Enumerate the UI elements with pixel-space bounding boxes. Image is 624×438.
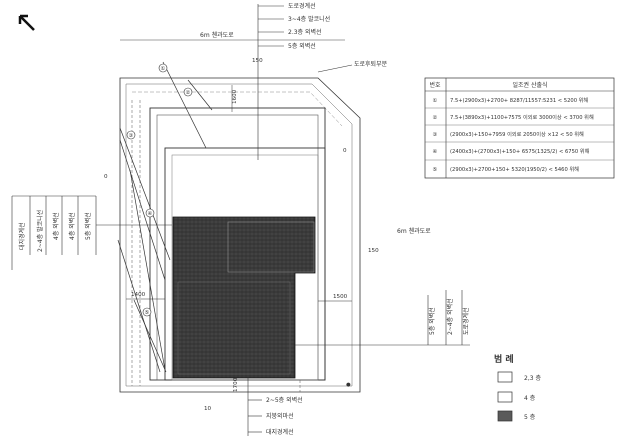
svg-text:(2400x3)+(2700x3)+150+ 6575(13: (2400x3)+(2700x3)+150+ 6575(1325/2) < 67… [450,147,590,155]
legend-title: 범 례 [494,353,514,365]
legend: 범 례 2,3 층 4 층 5 층 [494,353,541,422]
table-row: ⑤ (2900x3)+2700+150+ 5320(1950/2) < 5460… [433,165,580,173]
callout-left-wall-5: 5층 외벽선 [84,212,92,240]
dim-150-right: 150 [368,248,379,254]
svg-text:④: ④ [433,149,438,155]
bottom-callout-group [247,378,262,436]
callout-road-boundary: 도로경계선 [288,2,316,10]
site-boundary [119,77,361,393]
circle-marker-3: ③ [126,130,136,140]
callout-left-site-boundary: 대지경계선 [18,222,26,250]
legend-swatch-floor-5 [497,410,513,422]
dim-1500-right: 1500 [333,294,348,300]
top-callout-group [257,4,284,160]
callout-road-setback: 도로후퇴부분 [354,60,388,68]
callout-right-wall-5: 5층 외벽선 [428,307,436,335]
floor-2-3-outline [149,107,326,381]
calculation-table [424,77,615,179]
callout-wall-2-3: 2.3층 외벽선 [288,28,322,36]
dim-0-left: 0 [104,174,108,180]
table-row: ① 7.5+(2900x3)+2700+ 8287/11557:5231 < 5… [433,96,589,104]
callout-bottom-site-boundary: 대지경계선 [266,428,294,436]
table-header-no: 번호 [429,81,441,89]
circle-marker-5: ⑤ [142,307,152,317]
svg-text:②: ② [186,90,191,96]
setback-lines [131,100,301,392]
svg-text:①: ① [433,98,438,104]
table-row: ② 7.5+(3890x3)+1100+7575 이외로 3000이상 < 37… [433,113,594,121]
dim-0-right: 0 [343,148,347,154]
right-callout-group [295,290,470,346]
callout-right-road-boundary: 도로경계선 [462,307,470,335]
table-row: ④ (2400x3)+(2700x3)+150+ 6575(1325/2) < … [433,147,590,155]
floor-5-mass [172,216,316,379]
left-callout-group [11,195,172,270]
sunlight-slant-lines [117,61,213,373]
svg-text:①: ① [161,66,166,72]
dim-10-bottom: 10 [204,406,212,412]
legend-label-floor-4: 4 층 [524,394,536,402]
svg-text:7.5+(2900x3)+2700+ 8287/11557:: 7.5+(2900x3)+2700+ 8287/11557:5231 < 520… [450,96,588,104]
legend-swatch-floor-4 [497,391,513,403]
dim-150-top: 150 [252,58,263,64]
svg-text:⑤: ⑤ [145,310,150,316]
legend-swatch-floor-2-3 [497,371,513,383]
svg-text:②: ② [433,115,438,121]
callout-left-balcony-2-4: 2~4층 발코니선 [36,210,44,252]
circle-marker-2: ② [183,87,193,97]
callout-left-wall-4b: 4층 외벽선 [68,212,76,240]
callout-left-wall-4a: 4층 외벽선 [52,212,60,240]
dim-1400-left: 1400 [131,292,146,298]
callout-right-wall-2-4: 2~4층 외벽선 [446,298,454,335]
dim-1700-bottom: 1700 [233,377,239,392]
road-label-top: 6m 쳰과도로 [200,31,234,39]
legend-label-floor-5: 5 층 [524,413,536,421]
svg-text:⑤: ⑤ [433,167,438,173]
svg-text:(2900x3)+150+7959 이외로 2050이상 ×: (2900x3)+150+7959 이외로 2050이상 ×12 < 50 위해 [450,130,584,138]
callout-bottom-roof-line: 지붕외마선 [266,412,294,420]
circle-marker-4: ④ [145,208,155,218]
corner-mark: ● [346,382,351,388]
svg-text:④: ④ [148,211,153,217]
legend-label-floor-2-3: 2,3 층 [524,374,541,382]
table-header-formula: 일조권 산출식 [512,81,547,89]
svg-text:③: ③ [129,133,134,139]
callout-wall-5: 5층 외벽선 [288,42,316,50]
callout-balcony-3-4: 3~4층 발코니선 [288,15,330,23]
svg-text:(2900x3)+2700+150+ 5320(1950/2: (2900x3)+2700+150+ 5320(1950/2) < 5460 위… [450,165,579,173]
callout-bottom-wall-2-5: 2~5층 외벽선 [266,396,303,404]
circle-marker-1: ① [158,63,168,73]
svg-text:7.5+(3890x3)+1100+7575 이외로 300: 7.5+(3890x3)+1100+7575 이외로 3000이상 < 3700… [450,113,594,121]
callout-leader-setback [317,64,353,73]
road-label-right: 6m 쳰과도로 [397,227,431,235]
svg-text:③: ③ [433,132,438,138]
dim-1600-top: 1600 [232,89,238,104]
table-row: ③ (2900x3)+150+7959 이외로 2050이상 ×12 < 50 … [433,130,584,138]
north-arrow-icon [18,14,35,31]
